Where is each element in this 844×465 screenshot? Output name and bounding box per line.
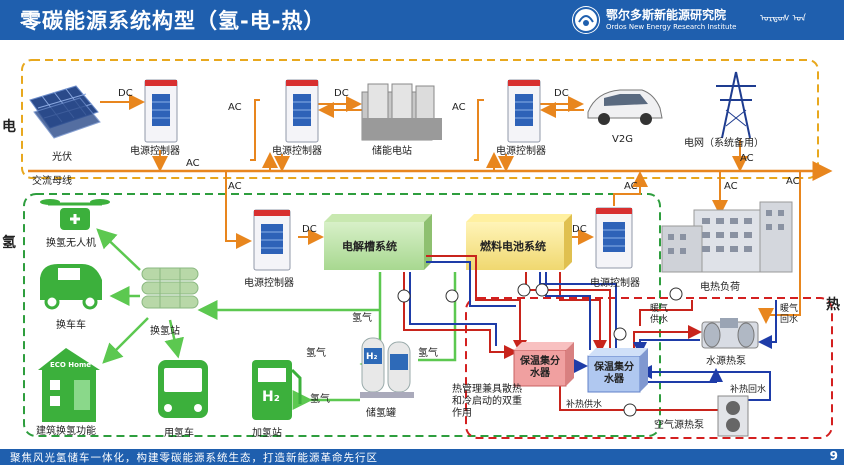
heating-supply-label: 暖气供水 xyxy=(650,304,669,325)
ac-label-6: AC xyxy=(624,181,638,192)
controller-label-2: 电源控制器 xyxy=(272,146,322,157)
drone-icon xyxy=(40,199,110,230)
hydrogen-section-border xyxy=(23,193,661,437)
grid-label: 电网（系统备用） xyxy=(684,138,764,149)
bus-label: 用氢车 xyxy=(164,428,194,439)
pump-h2-label: H₂ xyxy=(262,389,280,405)
page-title: 零碳能源系统构型（氢-电-热） xyxy=(20,9,326,33)
power-controller-icon-3 xyxy=(507,79,541,143)
page-number: 9 xyxy=(829,449,838,463)
eco-home-icon xyxy=(38,348,100,422)
system-diagram xyxy=(21,59,833,439)
ac-label-1: AC xyxy=(186,158,200,169)
header-bar: 零碳能源系统构型（氢-电-热） 鄂尔多斯新能源研究院 Ordos New Ene… xyxy=(0,0,844,40)
circulation-pump-icon xyxy=(397,283,683,417)
power-tower-icon xyxy=(716,71,756,139)
controller-label-1: 电源控制器 xyxy=(130,146,180,157)
v2g-label: V2G xyxy=(612,134,633,145)
electrolyzer-label: 电解槽系统 xyxy=(342,240,397,253)
institute-name: 鄂尔多斯新能源研究院 xyxy=(606,8,727,22)
battery-station-icon xyxy=(361,83,442,141)
hydrogen-section-label: 氢 xyxy=(2,235,16,251)
fuel-cell-box xyxy=(466,214,572,270)
heat-section-label: 热 xyxy=(826,297,840,313)
hydrogen-gas-label-1: 氢气 xyxy=(352,313,372,324)
thermal-note-label: 热管理兼具散热和冷启动的双重作用 xyxy=(452,384,522,419)
electrolyzer-box xyxy=(324,214,432,270)
power-controller-icon-4 xyxy=(253,209,291,271)
dc-label-4: DC xyxy=(302,224,317,235)
solar-panel-icon xyxy=(29,85,101,139)
dc-label-1: DC xyxy=(118,88,133,99)
ac-bus-label: 交流母线 xyxy=(32,176,72,187)
institute-name-mn: ᠣᠷᠳᠣᠰ ᠤᠨ xyxy=(760,14,806,24)
hydrogen-bus-icon xyxy=(158,360,208,418)
mixer-label-1: 保温集分水器 xyxy=(520,356,560,379)
power-controller-icon-2 xyxy=(285,79,319,143)
ac-label-2: AC xyxy=(228,102,242,113)
battery-label: 储能电站 xyxy=(372,146,412,157)
pv-label: 光伏 xyxy=(52,152,72,163)
heating-return-label: 暖气回水 xyxy=(780,304,799,325)
tank-h2-label: H₂ xyxy=(366,352,378,362)
eco-home-label: ECO Home xyxy=(50,361,92,369)
dc-label-5: DC xyxy=(572,224,587,235)
building-label: 建筑换氢功能 xyxy=(36,426,96,437)
electric-section-label: 电 xyxy=(2,119,16,135)
refuel-label: 加氢站 xyxy=(252,428,282,439)
air-heat-pump-icon xyxy=(717,395,749,437)
ac-label-4: AC xyxy=(740,153,754,164)
heat-section-border xyxy=(465,297,833,439)
ac-label-5: AC xyxy=(228,181,242,192)
controller-label-5: 电源控制器 xyxy=(590,278,640,289)
footer-slogan: 聚焦风光氢储车一体化，构建零碳能源系统生态，打造新能源革命先行区 xyxy=(10,452,378,464)
hydrogen-tank-icon xyxy=(360,337,414,398)
air-pump-label: 空气源热泵 xyxy=(654,420,704,431)
tank-label: 储氢罐 xyxy=(366,408,396,419)
water-pump-label: 水源热泵 xyxy=(706,356,746,367)
station-label: 换氢站 xyxy=(150,326,180,337)
water-mixer-icon-1 xyxy=(513,342,574,387)
controller-label-3: 电源控制器 xyxy=(496,146,546,157)
fuel-cell-label: 燃料电池系统 xyxy=(480,240,546,253)
hydrogen-gas-label-2: 氢气 xyxy=(306,348,326,359)
ac-label-8: AC xyxy=(786,176,800,187)
load-label: 电热负荷 xyxy=(700,282,740,293)
hydrogen-car-icon xyxy=(40,264,102,310)
mixer-label-2: 保温集分水器 xyxy=(594,362,634,385)
water-heat-pump-icon xyxy=(701,318,759,349)
ac-label-7: AC xyxy=(724,181,738,192)
electric-section-border xyxy=(21,59,819,179)
drone-label: 换氢无人机 xyxy=(46,238,96,249)
controller-label-4: 电源控制器 xyxy=(244,278,294,289)
ac-label-3: AC xyxy=(452,102,466,113)
hydrogen-station-icon xyxy=(141,267,199,309)
car-label: 换车车 xyxy=(56,320,86,331)
dc-label-2: DC xyxy=(334,88,349,99)
hydrogen-pump-icon xyxy=(252,360,302,420)
dc-label-3: DC xyxy=(554,88,569,99)
institute-name-en: Ordos New Energy Research Institute xyxy=(606,23,737,31)
power-controller-icon-1 xyxy=(144,79,178,143)
institute-logo-icon xyxy=(572,6,600,34)
footer-bar: 聚焦风光氢储车一体化，构建零碳能源系统生态，打造新能源革命先行区 9 xyxy=(0,449,844,465)
electric-car-icon xyxy=(587,89,663,125)
building-load-icon xyxy=(661,201,793,273)
power-controller-icon-5 xyxy=(595,207,633,269)
hydrogen-gas-label-3: 氢气 xyxy=(418,348,438,359)
water-mixer-icon-2 xyxy=(587,348,648,393)
sup-return-label: 补热回水 xyxy=(730,385,767,395)
sup-supply-label: 补热供水 xyxy=(566,400,603,410)
hydrogen-gas-label-4: 氢气 xyxy=(310,394,330,405)
